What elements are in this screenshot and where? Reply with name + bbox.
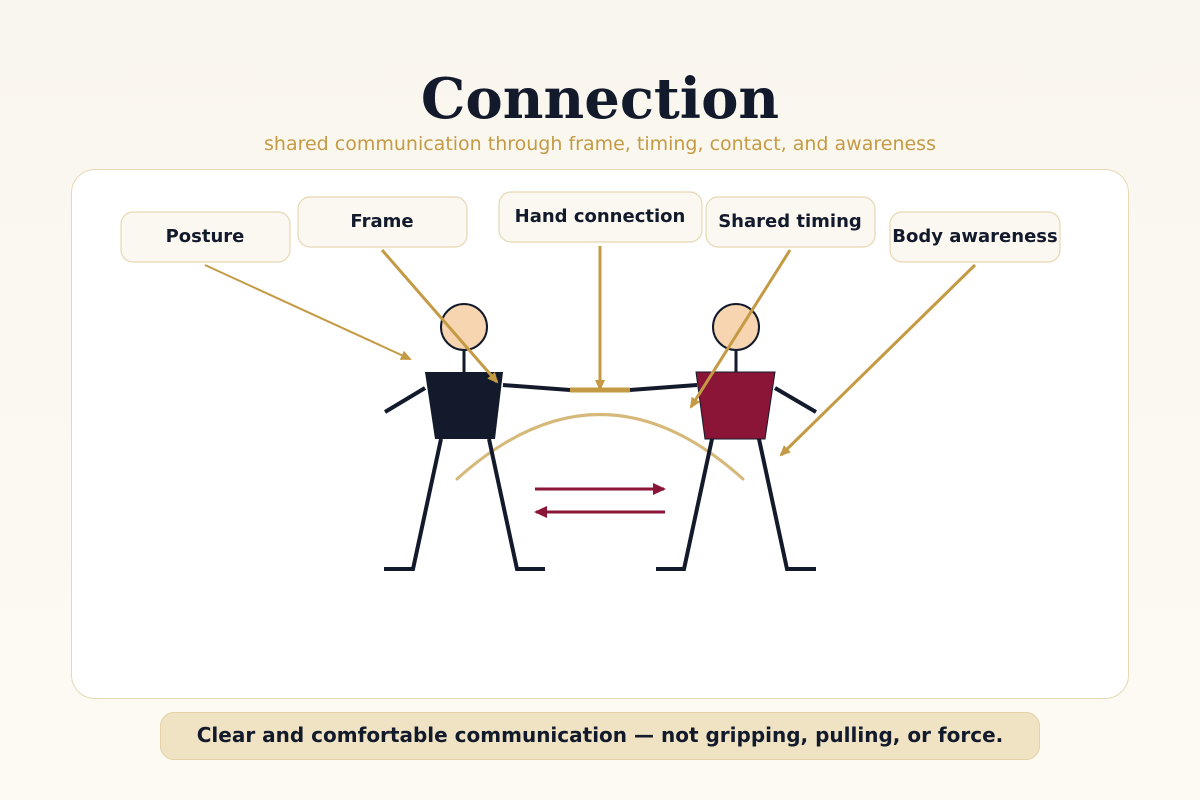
- leader-left-leg: [384, 438, 443, 571]
- follower-left-arm: [629, 383, 698, 392]
- follower-right-leg: [757, 438, 816, 571]
- leader-head: [440, 303, 488, 351]
- follower-right-arm: [773, 386, 818, 414]
- leader-right-leg: [487, 438, 545, 571]
- follower-torso: [695, 371, 776, 440]
- footer-note: Clear and comfortable communication — no…: [160, 712, 1040, 760]
- leader-left-arm: [383, 386, 427, 414]
- shared-timing-pointer: [689, 249, 792, 409]
- callout-shared-timing: Shared timing: [705, 196, 876, 248]
- page-title: Connection: [420, 66, 780, 132]
- callout-body-awareness: Body awareness: [889, 211, 1061, 263]
- frame-pointer: [380, 249, 499, 384]
- follower-figure: [629, 303, 818, 571]
- leader-torso: [425, 372, 503, 439]
- follower-left-leg: [656, 438, 714, 571]
- page-subtitle: shared communication through frame, timi…: [264, 133, 936, 155]
- callout-hand-connection: Hand connection: [498, 191, 703, 243]
- callout-posture: Posture: [120, 211, 291, 263]
- posture-pointer: [204, 264, 412, 360]
- callout-hand-connection-label: Hand connection: [515, 206, 686, 227]
- leader-right-arm: [502, 383, 571, 392]
- callout-posture-label: Posture: [166, 226, 245, 247]
- callout-body-awareness-label: Body awareness: [892, 226, 1057, 247]
- callout-shared-timing-label: Shared timing: [718, 211, 862, 232]
- callout-frame: Frame: [297, 196, 468, 248]
- callout-frame-label: Frame: [350, 211, 413, 232]
- leader-figure: [383, 303, 571, 571]
- awareness-arc: [455, 413, 745, 481]
- body-awareness-pointer: [779, 263, 977, 457]
